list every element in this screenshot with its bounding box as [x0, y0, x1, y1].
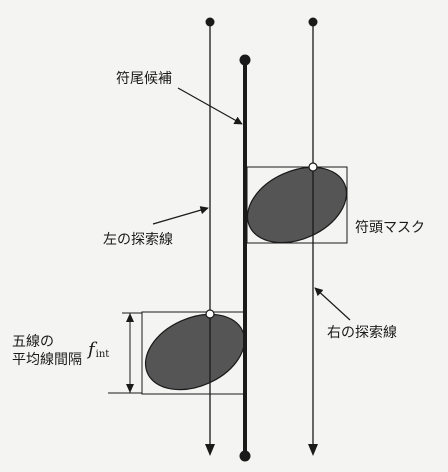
notehead-lower: [144, 313, 246, 391]
fint-symbol: fint: [88, 341, 109, 364]
right-search-line-start-dot: [308, 17, 318, 27]
stem-top-dot: [239, 54, 251, 66]
fint-symbol-f: f: [88, 339, 95, 360]
left-search-line-arrowhead: [205, 444, 215, 456]
fint-symbol-subscript: int: [95, 349, 110, 360]
right-search-line-leader: [314, 287, 351, 321]
lower-intersection-marker: [205, 309, 215, 319]
right-search-line-arrowhead: [308, 444, 318, 456]
fint-dimension-bottom-arrow: [126, 384, 134, 393]
left-search-line-leader: [152, 206, 209, 225]
notehead-mask-label: 符頭マスク: [355, 220, 425, 236]
upper-intersection-marker: [308, 162, 318, 172]
left-search-line-start-dot: [205, 17, 215, 27]
stem-candidate-leader: [177, 87, 243, 125]
fint-dimension-top-arrow: [126, 313, 134, 322]
notehead-upper: [246, 166, 348, 244]
right-search-line-label: 右の探索線: [327, 325, 397, 341]
stem-bottom-dot: [239, 450, 251, 462]
staff-spacing-label-line1: 五線の: [12, 334, 54, 350]
staff-spacing-label-line2: 平均線間隔: [12, 352, 82, 368]
left-search-line-label: 左の探索線: [103, 232, 173, 248]
stem-candidate-label: 符尾候補: [116, 71, 172, 87]
